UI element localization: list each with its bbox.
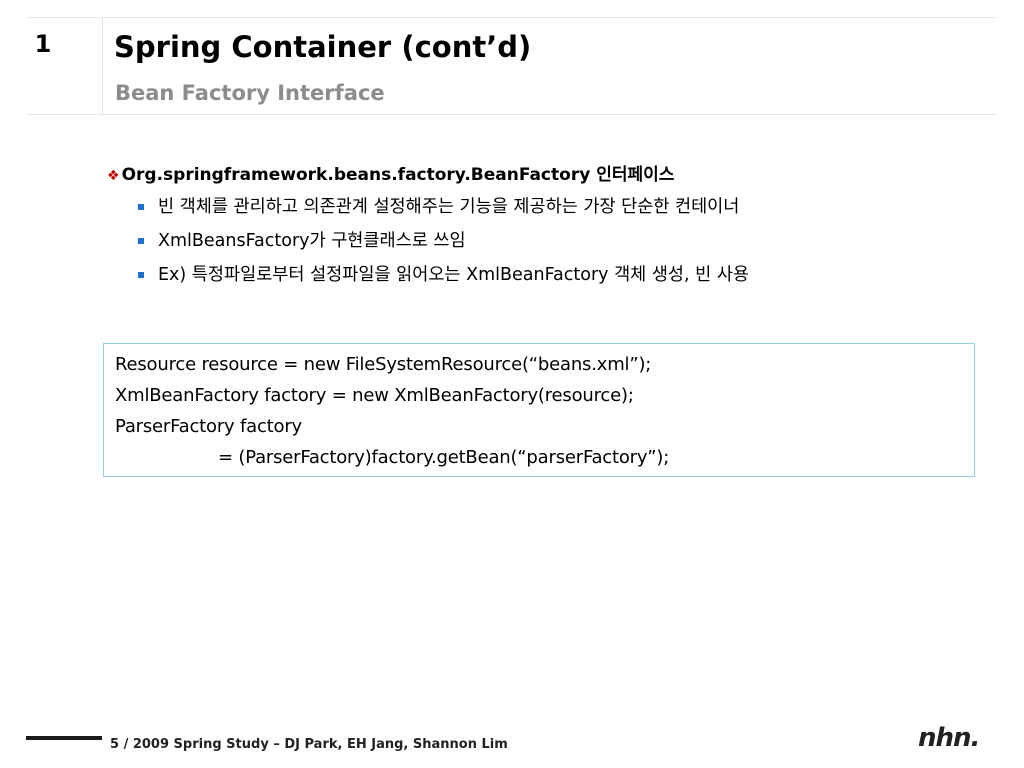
code-line: ParserFactory factory bbox=[115, 416, 302, 437]
square-bullet-icon bbox=[138, 238, 144, 244]
square-bullet-icon bbox=[138, 204, 144, 210]
slide-subtitle: Bean Factory Interface bbox=[115, 81, 385, 105]
code-sample-box: Resource resource = new FileSystemResour… bbox=[103, 343, 975, 477]
header-number-divider bbox=[102, 17, 103, 114]
list-item: Ex) 특정파일로부터 설정파일을 읽어오는 XmlBeanFactory 객체… bbox=[138, 262, 968, 288]
nhn-logo: nhn. bbox=[918, 723, 980, 753]
slide-title: Spring Container (cont’d) bbox=[114, 30, 532, 64]
footer-text: 5 / 2009 Spring Study – DJ Park, EH Jang… bbox=[110, 737, 508, 752]
code-line: = (ParserFactory)factory.getBean(“parser… bbox=[218, 447, 670, 468]
code-line: Resource resource = new FileSystemResour… bbox=[115, 354, 652, 375]
diamond-bullet-icon: ❖ bbox=[107, 168, 120, 184]
list-item: XmlBeansFactory가 구현클래스로 쓰임 bbox=[138, 228, 968, 254]
heading-text: Org.springframework.beans.factory.BeanFa… bbox=[121, 165, 675, 185]
slide-number: 1 bbox=[34, 30, 52, 58]
bullet-list: 빈 객체를 관리하고 의존관계 설정해주는 기능을 제공하는 가장 단순한 컨테… bbox=[138, 194, 968, 296]
header-bottom-divider bbox=[26, 114, 996, 115]
list-item-text: XmlBeansFactory가 구현클래스로 쓰임 bbox=[158, 231, 466, 251]
list-item-text: Ex) 특정파일로부터 설정파일을 읽어오는 XmlBeanFactory 객체… bbox=[158, 265, 750, 285]
footer-bar bbox=[26, 736, 102, 740]
list-item-text: 빈 객체를 관리하고 의존관계 설정해주는 기능을 제공하는 가장 단순한 컨테… bbox=[158, 197, 740, 217]
content-heading: ❖Org.springframework.beans.factory.BeanF… bbox=[107, 160, 674, 185]
header-top-divider bbox=[26, 17, 996, 18]
square-bullet-icon bbox=[138, 272, 144, 278]
list-item: 빈 객체를 관리하고 의존관계 설정해주는 기능을 제공하는 가장 단순한 컨테… bbox=[138, 194, 968, 220]
code-line: XmlBeanFactory factory = new XmlBeanFact… bbox=[115, 385, 634, 406]
